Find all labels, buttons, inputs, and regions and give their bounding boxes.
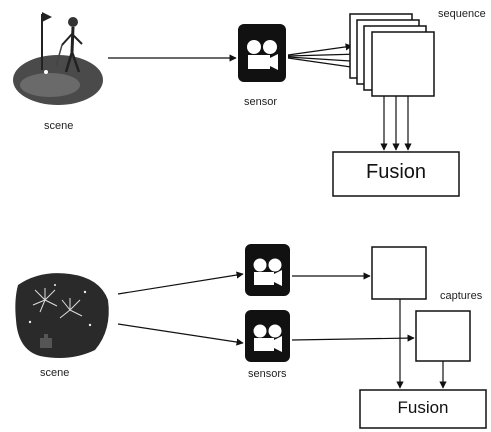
bottom-fusion-label: Fusion (397, 398, 449, 417)
sequence-frames (349, 13, 435, 97)
sensors-label: sensors (248, 368, 287, 380)
sequence-label: sequence (438, 8, 486, 20)
top-scene-label: scene (44, 120, 74, 132)
arrow-sensor-2-to-capture (291, 334, 415, 342)
arrow-scene-to-sensor-1 (117, 271, 244, 295)
bottom-fusion-box (359, 389, 487, 429)
bottom-sensor-2-icon (245, 310, 290, 362)
arrow-sensor-to-frame (287, 50, 361, 58)
top-sensor-icon (238, 24, 286, 82)
top-sensor-label: sensor (244, 96, 278, 108)
bottom-scene-icon (15, 273, 109, 358)
bottom-scene-label: scene (40, 367, 70, 379)
bottom-sensor-1-icon (245, 244, 290, 296)
top-fusion-box (332, 151, 460, 197)
capture-frame-1 (371, 246, 427, 300)
top-scene-icon (13, 12, 103, 105)
capture-frame-2 (415, 310, 471, 362)
top-fusion-label: Fusion (365, 161, 427, 183)
arrow-scene-to-sensor-2 (117, 323, 244, 346)
arrow-sensor-to-frame (287, 43, 353, 56)
captures-label: captures (440, 290, 483, 302)
